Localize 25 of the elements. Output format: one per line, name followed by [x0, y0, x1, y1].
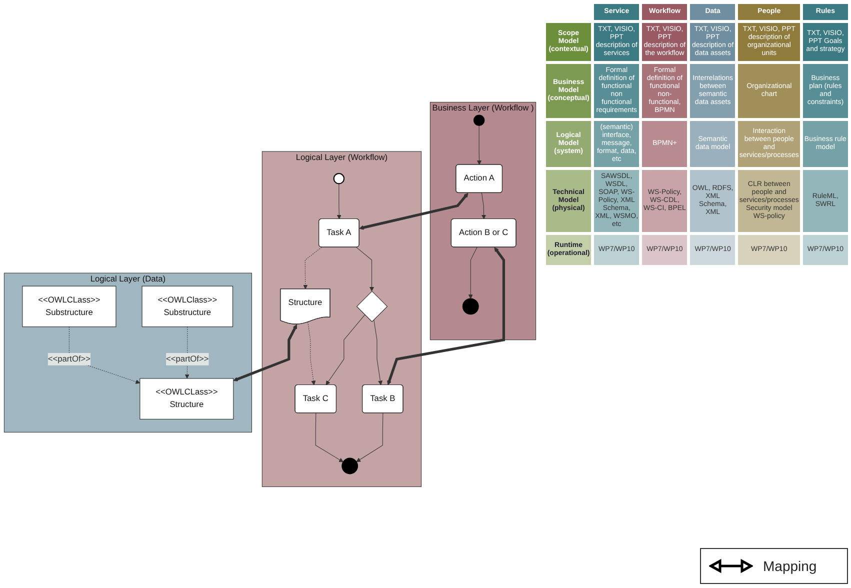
arrow: [303, 246, 322, 289]
arrow: [326, 314, 366, 385]
arrow: [476, 124, 482, 165]
arrow: [387, 246, 506, 385]
arrow: [359, 192, 468, 230]
node-circle: [333, 172, 345, 184]
arrow: [374, 318, 383, 385]
arrow: [468, 246, 478, 299]
arrow: [308, 321, 316, 385]
node-circle: [342, 457, 358, 474]
arrow: [336, 182, 342, 219]
arrow: [356, 412, 384, 462]
edge-label: <<partOf>>: [166, 354, 209, 363]
legend-label: Mapping: [763, 558, 817, 574]
arrow: [356, 246, 374, 291]
arrow: [481, 192, 486, 219]
node-circle: [473, 114, 485, 126]
arrow: [315, 412, 344, 462]
node-box: <<OWLCLass>> Structure: [140, 378, 234, 419]
node-box: <<OWLClass>> Substructure: [142, 285, 233, 327]
node-circle: [462, 298, 479, 314]
arrow: [233, 324, 298, 381]
node-box: <<OWLCLass>> Substructure: [22, 285, 116, 327]
node-diamond: [356, 290, 388, 322]
edge-label: <<partOf>>: [48, 354, 91, 363]
